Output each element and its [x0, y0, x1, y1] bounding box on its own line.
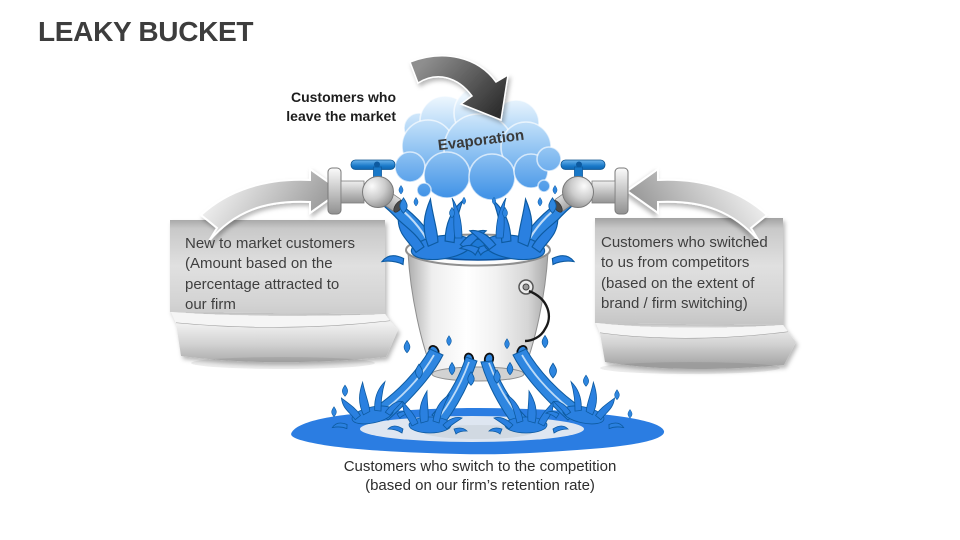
text-line: (based on our firm’s retention rate) [365, 477, 595, 494]
puddle-icon [291, 408, 665, 455]
text-line: (based on the extent of [601, 274, 755, 292]
text-line: brand / firm switching) [601, 294, 748, 312]
text-line: leave the market [286, 108, 396, 124]
faucet-right-icon [549, 160, 628, 214]
text-line: percentage attracted to [185, 275, 340, 293]
water-splash [373, 190, 583, 270]
bottom-caption: Customers who switch to the competition … [318, 457, 642, 495]
text-line: New to market customers [185, 235, 356, 252]
slide-title: LEAKY BUCKET [38, 16, 254, 47]
handle-wire [524, 289, 550, 343]
leave-market-label: Customers who leave the market [228, 88, 396, 126]
text-line: Customers who [290, 89, 396, 105]
text-line: Customers who switched [601, 234, 768, 251]
box-shadow [191, 357, 375, 369]
text-line: (Amount based on the [185, 255, 333, 273]
evaporation-arrow-icon [409, 55, 509, 122]
box-shadow [600, 362, 780, 374]
left-box-text: New to market customers (Amount based on… [185, 234, 381, 315]
text-line: Customers who switch to the competition [343, 458, 617, 475]
inflow-arrow-left-icon [199, 167, 343, 242]
inflow-arrow-right-icon [625, 167, 769, 242]
note-box-left [170, 220, 398, 363]
text-line: to us from competitors [601, 254, 750, 272]
right-box-text: Customers who switched to us from compet… [601, 233, 787, 314]
text-line: our firm [185, 295, 236, 313]
note-box-right [595, 218, 796, 369]
